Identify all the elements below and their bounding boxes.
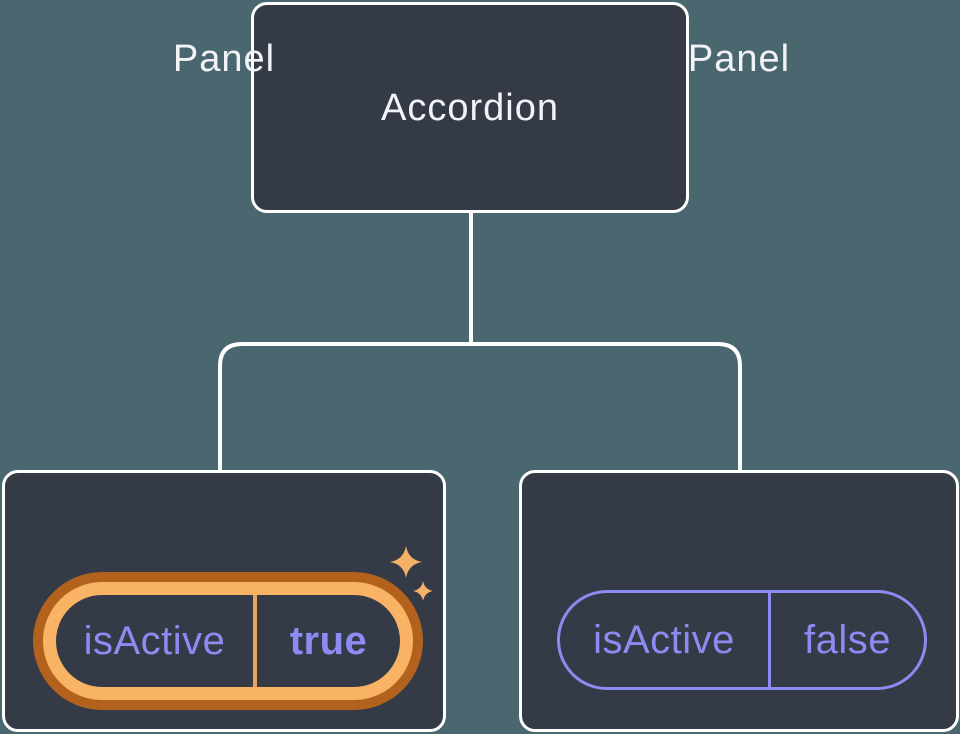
state-value-cell: true <box>257 595 400 687</box>
node-panel-active-label: Panel <box>172 38 276 80</box>
node-panel-inactive-label: Panel <box>687 38 791 80</box>
state-name-label: isActive <box>593 618 735 662</box>
state-name-cell: isActive <box>560 593 768 687</box>
connector-branch-line <box>218 342 742 472</box>
state-pill-divider <box>253 595 257 687</box>
node-accordion: Accordion <box>251 2 689 213</box>
state-value-label: false <box>804 618 891 662</box>
state-name-cell: isActive <box>56 595 253 687</box>
state-name-label: isActive <box>83 619 226 663</box>
node-accordion-label: Accordion <box>381 86 559 129</box>
state-pill-active-highlighted: isActive true <box>43 582 413 700</box>
state-value-cell: false <box>771 593 924 687</box>
state-pill-inactive: isActive false <box>557 590 927 690</box>
state-value-label: true <box>289 619 368 663</box>
state-pill-divider <box>768 593 771 687</box>
